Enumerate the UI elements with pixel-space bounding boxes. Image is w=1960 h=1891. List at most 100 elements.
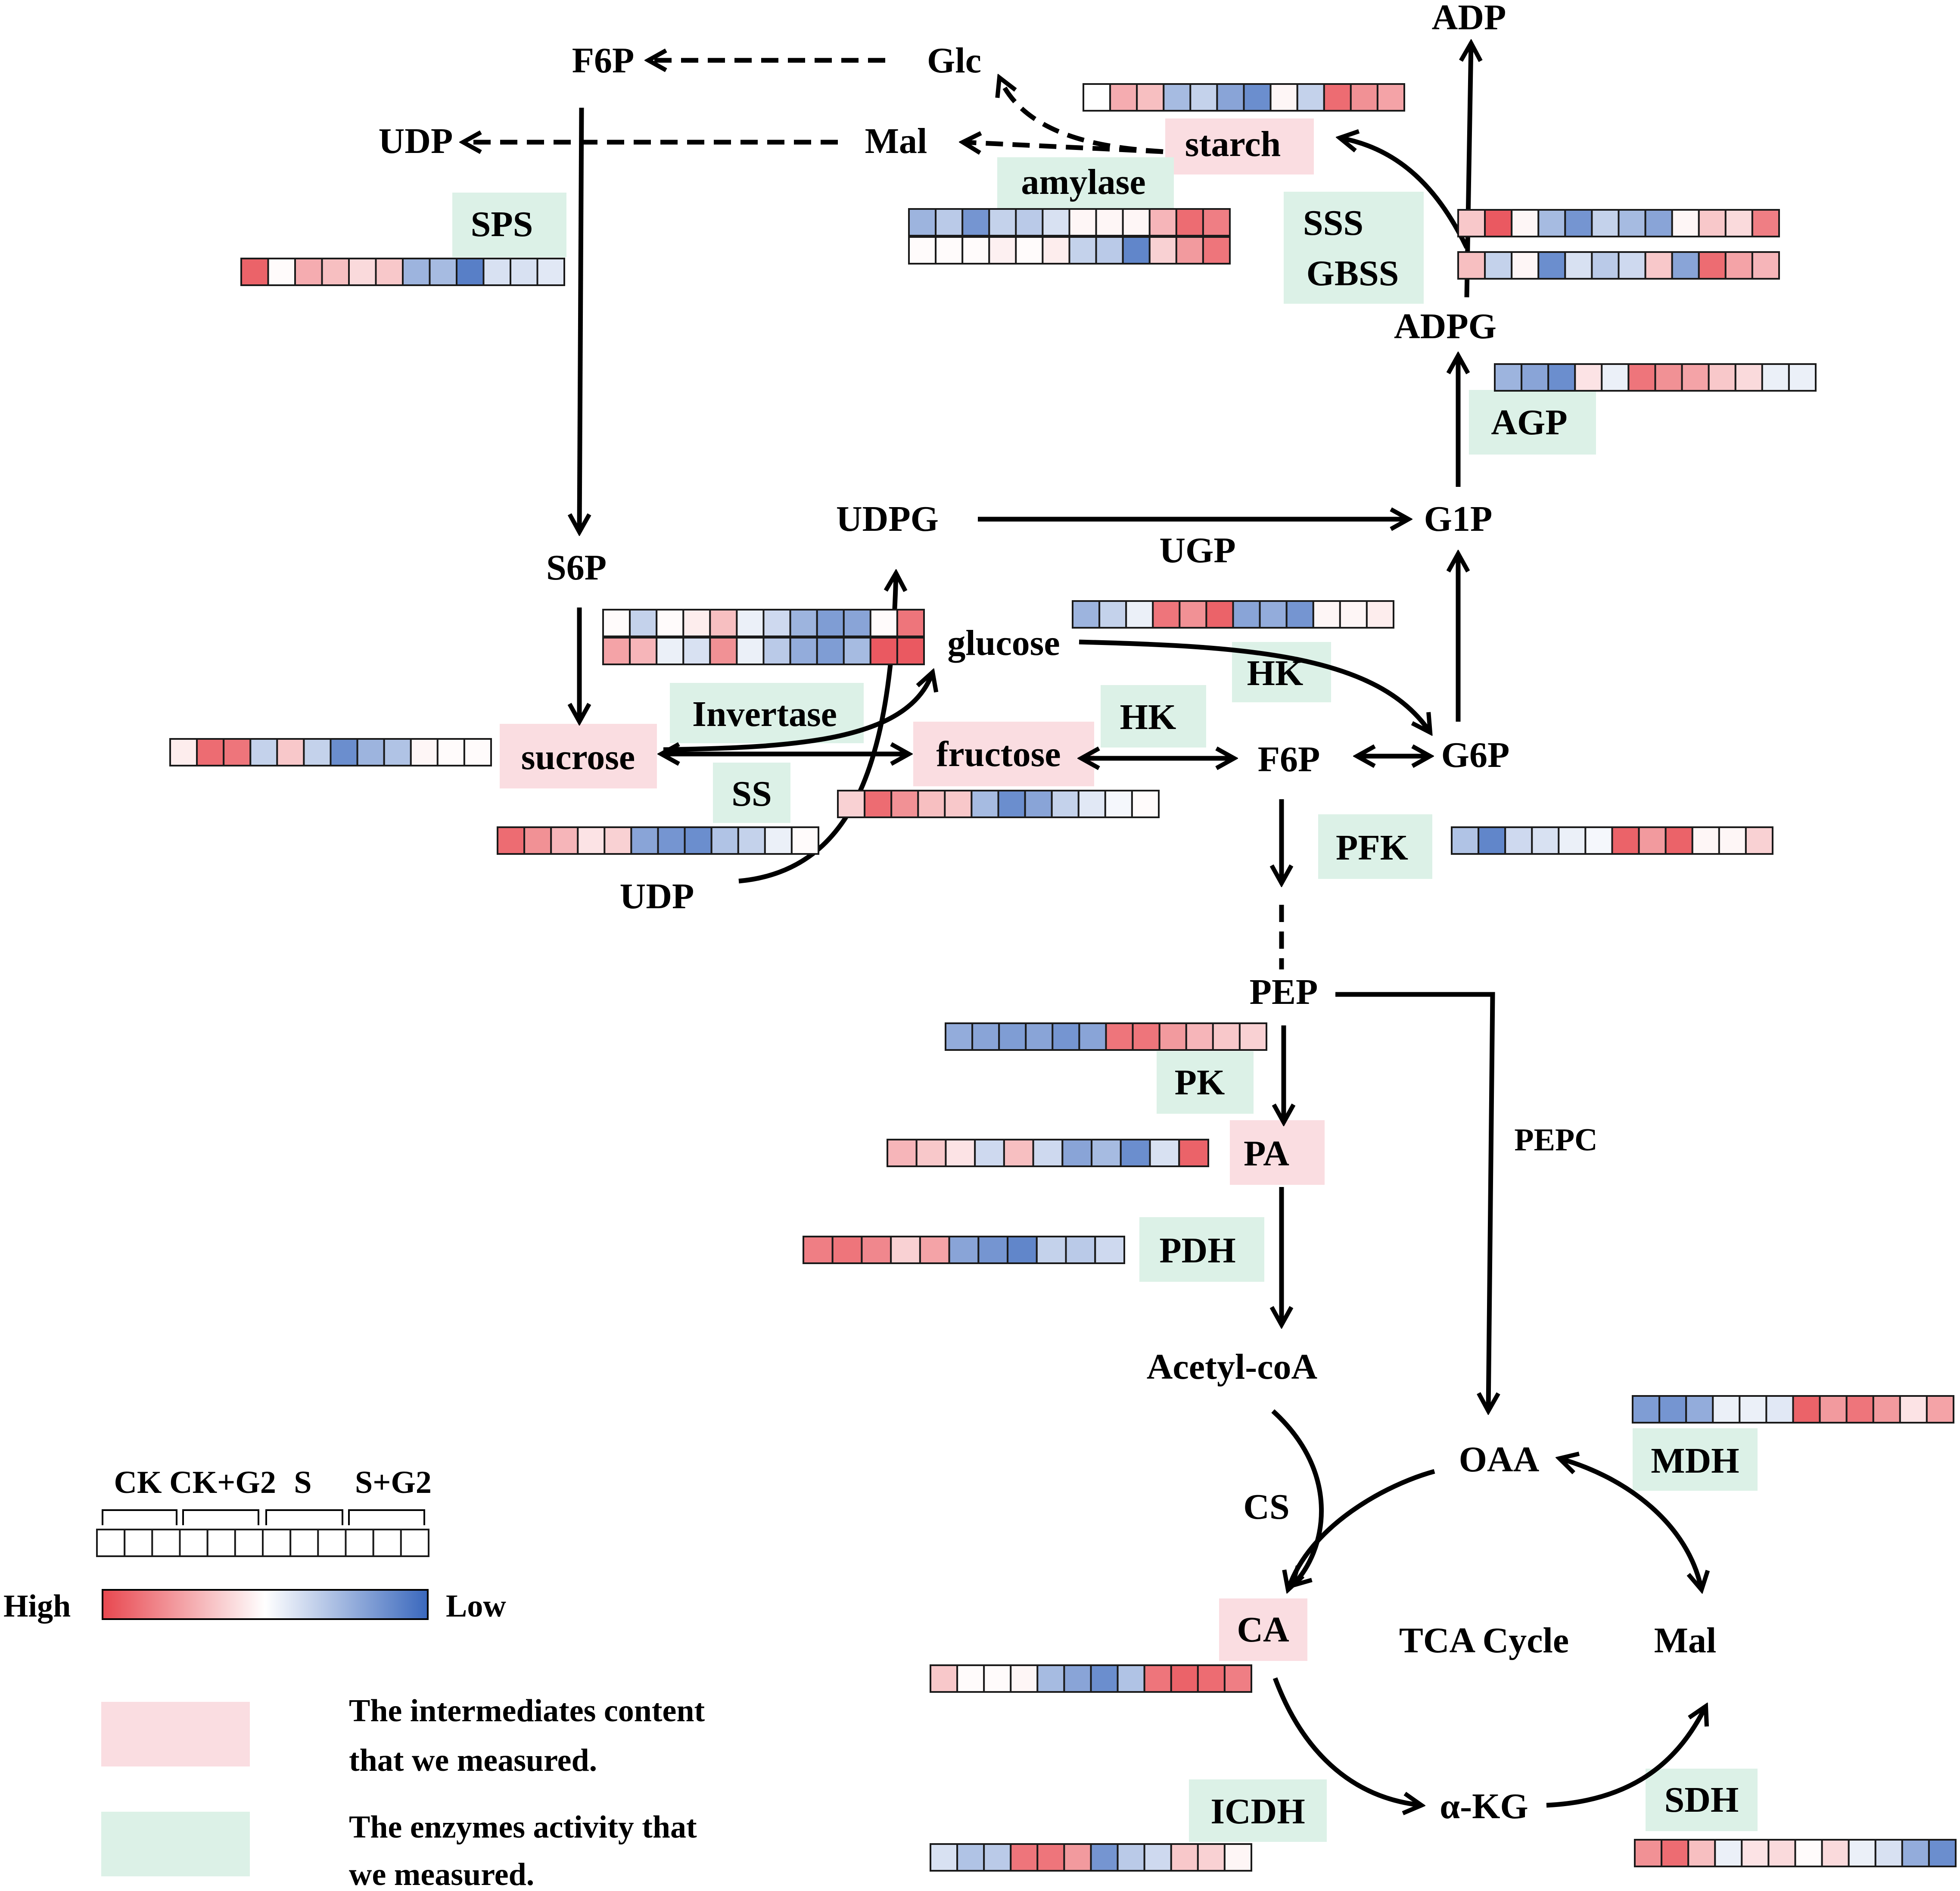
agp-box [1469, 390, 1596, 455]
heatmap-cell [803, 1236, 834, 1264]
ss-box [713, 763, 790, 823]
heatmap-cell [736, 637, 765, 665]
heatmap-cell [1926, 1395, 1954, 1424]
heatmap-cell [267, 258, 296, 286]
heatmap-cell [843, 637, 871, 665]
heatmap-glucose-2 [602, 637, 925, 665]
heatmap-cell [497, 826, 526, 855]
label-fructose: fructose [936, 734, 1061, 774]
heatmap-cell [1197, 1843, 1226, 1872]
heatmap-cell [956, 1843, 985, 1872]
label-udp-top: UDP [379, 121, 453, 161]
heatmap-cell [1872, 1395, 1901, 1424]
label-oaa: OAA [1459, 1439, 1540, 1480]
heatmap-cell [1120, 1139, 1151, 1167]
heatmap-sps [240, 258, 565, 286]
heatmap-cell [948, 1236, 980, 1264]
legend-intermediates-line1: The intermediates content [349, 1693, 705, 1729]
heatmap-cell [1015, 236, 1044, 265]
heatmap-cell [1232, 600, 1261, 629]
heatmap-cell [1654, 363, 1683, 392]
heatmap-cell [908, 236, 937, 265]
heatmap-cell [1698, 209, 1727, 237]
heatmap-cell [1197, 1664, 1226, 1693]
udp-to-glucose-arrow [663, 672, 933, 752]
label-invertase: Invertase [692, 694, 837, 734]
heatmap-cell [463, 738, 492, 766]
legend-sample-cells [96, 1529, 429, 1557]
heatmap-cell [1451, 826, 1480, 855]
heatmap-cell [1591, 251, 1620, 280]
heatmap-cell [945, 1139, 976, 1167]
oaa-mal-arrow [1559, 1458, 1702, 1590]
heatmap-cell [977, 1236, 1009, 1264]
heatmap-cell [1511, 251, 1540, 280]
heatmap-cell [1122, 236, 1151, 265]
label-acetyl-coa: Acetyl-coA [1147, 1347, 1318, 1387]
label-glc: Glc [927, 40, 981, 81]
heatmap-cell [482, 258, 511, 286]
label-tca-cycle: TCA Cycle [1399, 1620, 1569, 1660]
heatmap-cell [1015, 208, 1044, 237]
heatmap-cell [831, 1236, 863, 1264]
heatmap-cell [682, 609, 711, 637]
heatmap-cell [1661, 1839, 1689, 1867]
heatmap-pa [887, 1139, 1210, 1167]
heatmap-cell [1671, 209, 1700, 237]
heatmap-pfk [1451, 826, 1773, 855]
heatmap-cell [790, 826, 820, 855]
sps-box [452, 193, 566, 257]
heatmap-mdh [1632, 1395, 1954, 1424]
heatmap-cell [1042, 236, 1070, 265]
heatmap-cell [629, 609, 658, 637]
heatmap-cell [917, 790, 946, 818]
label-s6p: S6P [546, 548, 607, 588]
heatmap-agp [1494, 363, 1817, 392]
pa-box [1230, 1120, 1325, 1185]
acetylcoa-to-ca-arrow [1271, 1409, 1324, 1586]
heatmap-cell [1350, 83, 1378, 112]
pk-box [1157, 1051, 1254, 1114]
ca-box [1219, 1598, 1307, 1661]
heatmap-cell [1036, 1843, 1065, 1872]
heatmap-cell [276, 738, 305, 766]
heatmap-cell [1712, 1395, 1741, 1424]
heatmap-cell [997, 790, 1026, 818]
heatmap-cell [1792, 1395, 1821, 1424]
heatmap-cell [1765, 1395, 1794, 1424]
heatmap-cell [1741, 1839, 1770, 1867]
label-ugp: UGP [1159, 530, 1235, 570]
heatmap-cell [1323, 83, 1352, 112]
heatmap-cell [656, 609, 684, 637]
heatmap-cell [1537, 251, 1566, 280]
heatmap-cell [762, 637, 791, 665]
heatmap-cell [1269, 83, 1298, 112]
label-adp: ADP [1432, 0, 1506, 37]
heatmap-cell [321, 258, 350, 286]
heatmap-cell [896, 609, 925, 637]
heatmap-cell [1143, 1664, 1172, 1693]
legend-group-ck-g2: CK+G2 [169, 1465, 276, 1500]
heatmap-cell [988, 236, 1017, 265]
heatmap-cell [1751, 251, 1780, 280]
heatmap-cell [1025, 1022, 1054, 1051]
label-pk: PK [1175, 1062, 1225, 1103]
heatmap-cell [303, 738, 332, 766]
heatmap-hk-upper [1072, 600, 1394, 629]
label-mal-top: Mal [865, 121, 927, 161]
heatmap-cell [1601, 363, 1630, 392]
heatmap-cell [789, 609, 818, 637]
legend-group-s-g2: S+G2 [355, 1465, 432, 1500]
legend-sample-cell [317, 1529, 347, 1557]
heatmap-cell [1068, 208, 1097, 237]
heatmap-cell [1618, 251, 1646, 280]
heatmap-cell [935, 236, 964, 265]
heatmap-cell [682, 637, 711, 665]
label-glucose: glucose [947, 623, 1060, 663]
heatmap-cell [890, 790, 919, 818]
heatmap-cell [864, 790, 893, 818]
legend-intermediates-swatch [101, 1702, 250, 1766]
label-f6p: F6P [1258, 739, 1320, 779]
label-pdh: PDH [1159, 1231, 1235, 1271]
